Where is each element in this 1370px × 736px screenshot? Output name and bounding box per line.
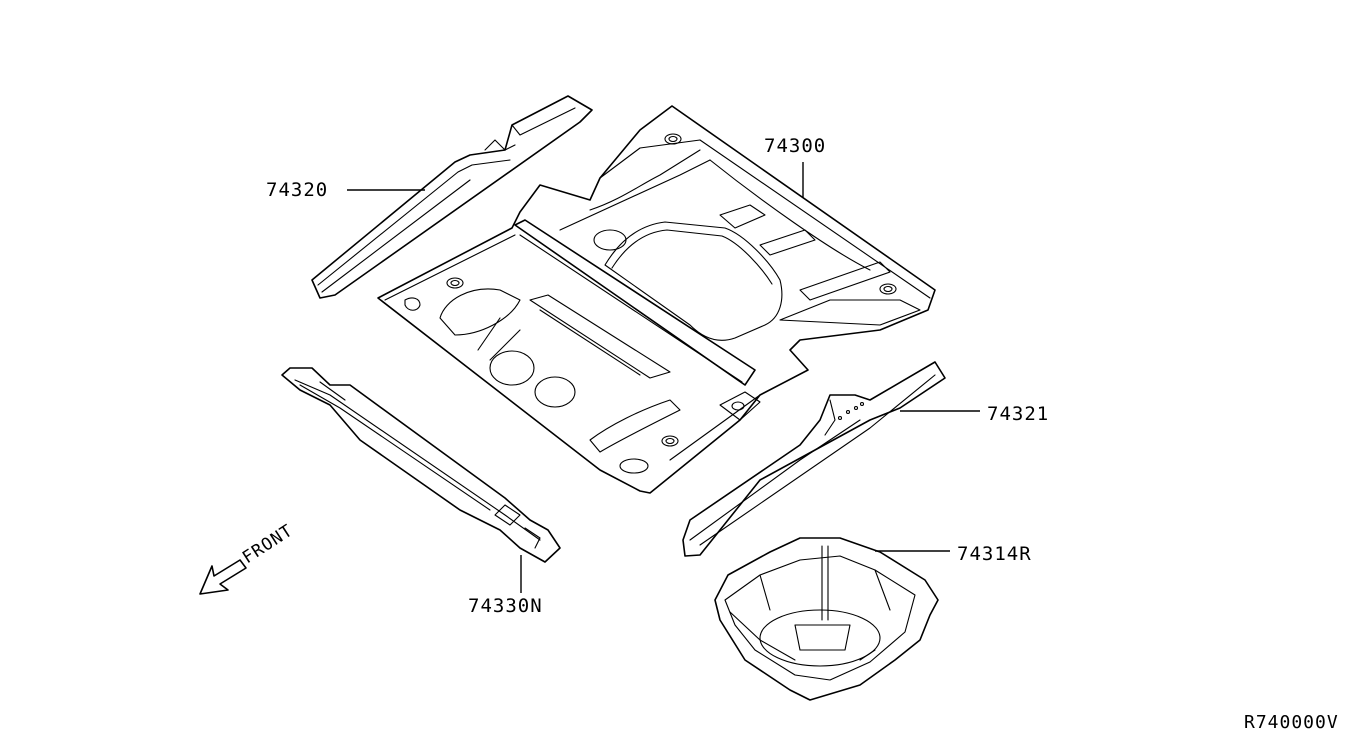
part-label-74330N: 74330N — [468, 595, 543, 617]
part-label-74300: 74300 — [764, 135, 827, 157]
arrow-icon — [199, 559, 247, 595]
rear-floor-side-member-rh — [682, 361, 946, 557]
part-label-74321: 74321 — [987, 403, 1050, 425]
spare-tire-well — [714, 537, 939, 701]
rear-floor-side-member-lh — [311, 95, 593, 299]
rear-floor-panel — [377, 105, 936, 494]
rear-floor-cross-member — [281, 367, 561, 563]
part-label-74320: 74320 — [266, 179, 329, 201]
diagram-code: R740000V — [1244, 712, 1339, 733]
part-label-74314R: 74314R — [957, 543, 1032, 565]
